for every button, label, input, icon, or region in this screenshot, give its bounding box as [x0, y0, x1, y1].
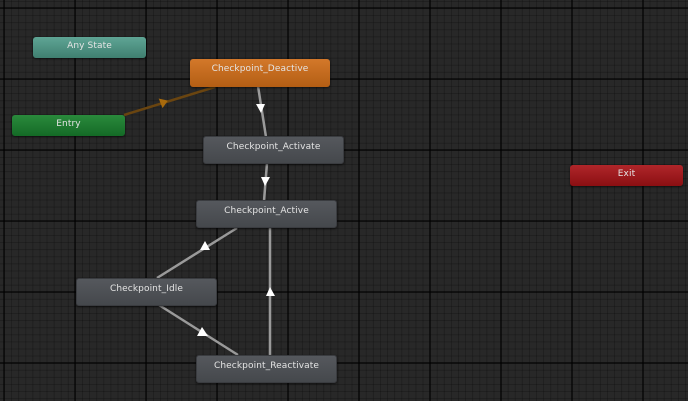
node-checkpoint-active[interactable]: Checkpoint_Active [196, 200, 337, 228]
node-checkpoint-idle[interactable]: Checkpoint_Idle [76, 278, 217, 306]
node-label: Exit [617, 169, 636, 179]
node-label: Checkpoint_Active [224, 206, 309, 216]
node-label: Checkpoint_Idle [109, 284, 184, 294]
transition-arrow-icon [266, 287, 275, 296]
node-label: Any State [67, 41, 112, 51]
transition-arrow-icon [261, 177, 270, 186]
transition-activate-to-active[interactable] [261, 162, 270, 202]
node-label: Checkpoint_Deactive [211, 64, 309, 74]
transition-arrow-icon [256, 104, 265, 113]
node-entry[interactable]: Entry [12, 115, 125, 136]
transition-idle-to-active[interactable] [156, 226, 238, 280]
node-label: Checkpoint_Activate [226, 142, 321, 152]
node-exit[interactable]: Exit [570, 165, 683, 186]
node-any-state[interactable]: Any State [33, 37, 146, 58]
transition-deactive-to-activate[interactable] [256, 85, 268, 138]
transition-arrow-icon [158, 98, 168, 109]
transition-entry-to-deactive[interactable] [123, 85, 216, 117]
transition-reactivate-to-active[interactable] [266, 228, 275, 355]
node-label: Entry [56, 119, 81, 129]
node-checkpoint-deactive[interactable]: Checkpoint_Deactive [190, 59, 330, 87]
transition-idle-to-reactivate[interactable] [158, 303, 239, 357]
node-checkpoint-activate[interactable]: Checkpoint_Activate [203, 136, 344, 164]
transition-arrow-icon [200, 241, 210, 250]
transition-arrow-icon [197, 327, 208, 336]
node-label: Checkpoint_Reactivate [213, 361, 320, 371]
node-checkpoint-reactivate[interactable]: Checkpoint_Reactivate [196, 355, 337, 383]
